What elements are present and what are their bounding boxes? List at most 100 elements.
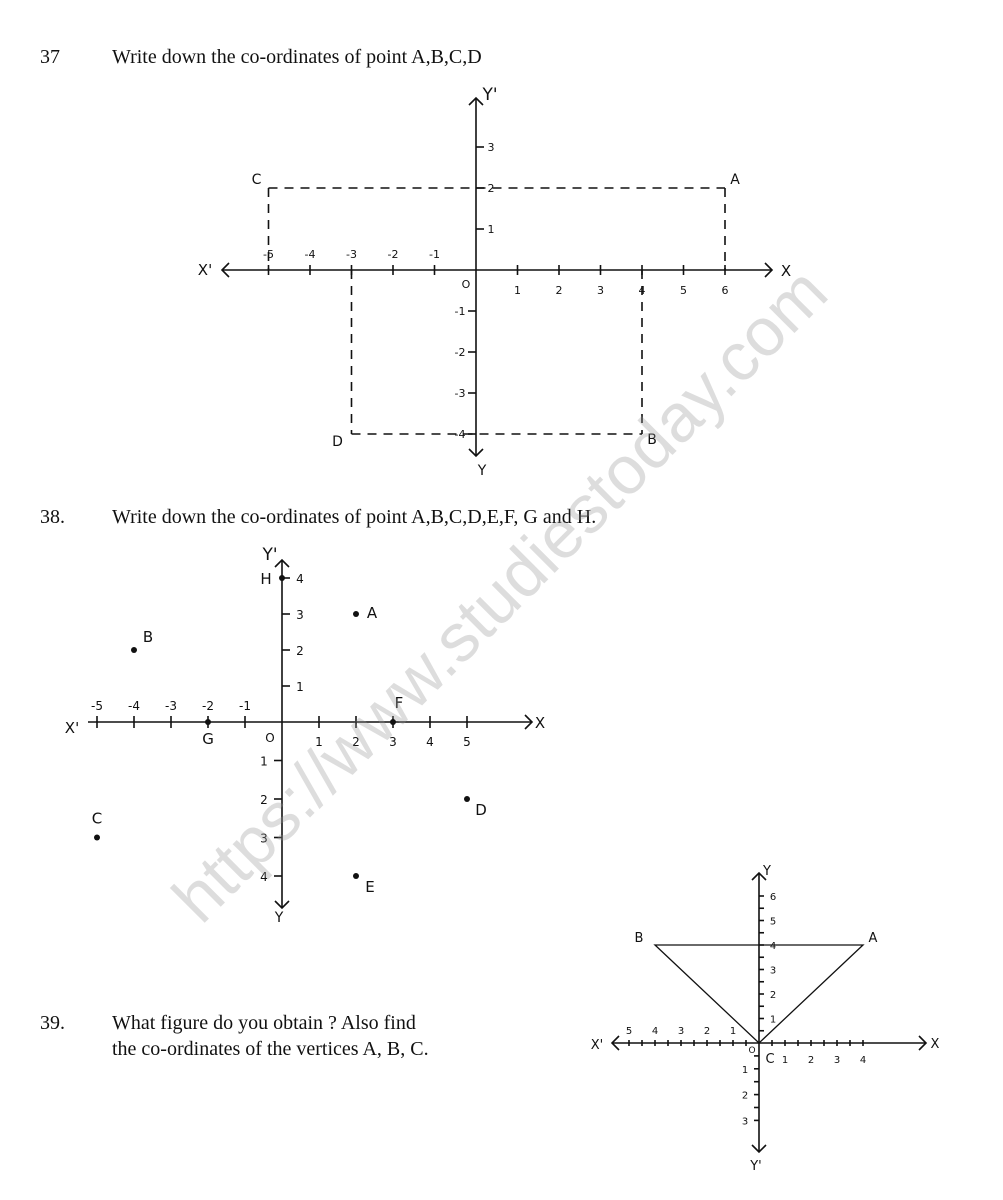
q37-x-tick-label: 5 [680,284,687,297]
q38-y-tick-label: 4 [260,870,268,884]
q38-x-tick-label: 4 [426,735,434,749]
q37-x-pos-label: X [781,262,791,280]
q38-point-f [390,719,396,725]
q37-x-tick-label: 2 [556,284,563,297]
question-39-text: What figure do you obtain ? Also find th… [112,1010,429,1062]
q37-x-neg-label: X' [198,261,212,279]
q37-x-arrow-right [764,262,774,278]
q39-y-arrow-up [751,871,767,881]
q38-point-label-h: H [260,570,271,588]
question-39-line2: the co-ordinates of the vertices A, B, C… [112,1038,429,1060]
q39-y-arrow-down [751,1144,767,1154]
q38-y-tick-label: 1 [260,755,268,769]
q38-y-arrow-down [274,900,290,910]
q39-point-label-a: A [869,931,878,946]
q37-y-tick-label: -2 [455,346,466,359]
q39-x-tick-label: 1 [730,1026,736,1037]
q39-y-neg-label: Y' [749,1159,762,1174]
q38-x-arrow-right [524,714,534,730]
q39-x-tick-label: 3 [834,1055,840,1066]
q37-y-tick-label: 2 [488,182,495,195]
q39-y-tick-label: 2 [742,1091,748,1102]
q39-point-label-b: B [635,931,644,946]
q38-x-tick-label: -1 [239,699,251,713]
q37-x-arrow-left [220,262,230,278]
q38-y-tick-label: 2 [260,793,268,807]
q38-x-tick-label: 3 [389,735,397,749]
q38-y-tick-label: 4 [296,572,304,586]
q38-x-pos-label: X [535,714,545,732]
q37-point-label-d: D [332,434,343,450]
q37-point-label-c: C [252,172,262,188]
q38-point-label-e: E [365,878,374,896]
question-38-text: Write down the co-ordinates of point A,B… [112,506,597,528]
q37-x-tick-label: 1 [514,284,521,297]
q38-y-tick-label: 3 [260,832,268,846]
q38-x-tick-label: -2 [202,699,214,713]
q38-point-b [131,647,137,653]
q38-y-tick-label: 1 [296,680,304,694]
q38-y-tick-label: 3 [296,608,304,622]
q37-y-tick-label: 1 [488,223,495,236]
q39-x-tick-label: 1 [782,1055,788,1066]
q38-point-label-b: B [143,628,153,646]
q39-y-tick-label: 3 [770,966,776,977]
question-39-number: 39. [40,1012,65,1034]
q37-y-arrow-up [468,96,484,106]
q39-y-tick-label: 1 [770,1015,776,1026]
q39-x-tick-label: 4 [860,1055,866,1066]
q39-x-neg-label: X' [591,1038,603,1053]
q39-y-tick-label: 1 [742,1065,748,1076]
q37-x-tick-label: -1 [429,248,440,261]
q38-point-label-f: F [395,694,404,712]
q38-point-label-d: D [475,801,487,819]
q39-x-tick-label: 4 [652,1026,658,1037]
q37-y-tick-label: 3 [488,141,495,154]
q38-x-tick-label: 5 [463,735,471,749]
q38-y-arrow-up [274,558,290,568]
q38-x-tick-label: -4 [128,699,140,713]
question-37-text: Write down the co-ordinates of point A,B… [112,46,482,68]
q38-y-tick-label: 2 [296,644,304,658]
q38-x-tick-label: -5 [91,699,103,713]
q38-origin-label: O [265,731,274,745]
q38-point-d [464,796,470,802]
q37-y-neg-label: Y [477,463,487,479]
q39-x-arrow-right [918,1035,928,1051]
question-38-number: 38. [40,506,65,528]
q39-y-pos-label: Y [762,864,771,879]
q38-point-h [279,575,285,581]
q38-x-neg-label: X' [65,719,79,737]
q37-x-tick-label: -4 [305,248,316,261]
q39-triangle-abc [653,944,865,1044]
q39-x-pos-label: X [931,1037,940,1052]
q37-y-tick-label: -1 [455,305,466,318]
q39-x-tick-label: 3 [678,1026,684,1037]
q38-point-label-c: C [92,810,102,828]
q39-x-tick-label: 2 [808,1055,814,1066]
q38-point-e [353,873,359,879]
q39-x-tick-label: 2 [704,1026,710,1037]
q38-x-tick-label: 2 [352,735,360,749]
q37-y-tick-label: -3 [455,387,466,400]
q37-x-tick-label: 6 [722,284,729,297]
q38-x-tick-label: 1 [315,735,323,749]
q37-origin-label: O [462,278,471,291]
q39-y-tick-label: 4 [770,941,776,952]
q37-y-tick-label: -4 [455,428,466,441]
q37-y-pos-label: Y' [481,85,497,105]
q37-x-tick-label: 3 [597,284,604,297]
q37-y-arrow-down [468,448,484,458]
q39-y-tick-label: 3 [742,1116,748,1127]
question-39-line1: What figure do you obtain ? Also find [112,1012,416,1034]
q37-x-tick-label: -2 [388,248,399,261]
q38-point-a [353,611,359,617]
q39-origin-label: O [748,1046,755,1056]
q38-point-label-g: G [202,730,214,748]
q39-y-tick-label: 5 [770,917,776,928]
q39-y-tick-label: 2 [770,990,776,1001]
question-37-number: 37 [40,46,60,68]
q38-point-c [94,834,100,841]
q39-x-tick-label: 5 [626,1026,632,1037]
